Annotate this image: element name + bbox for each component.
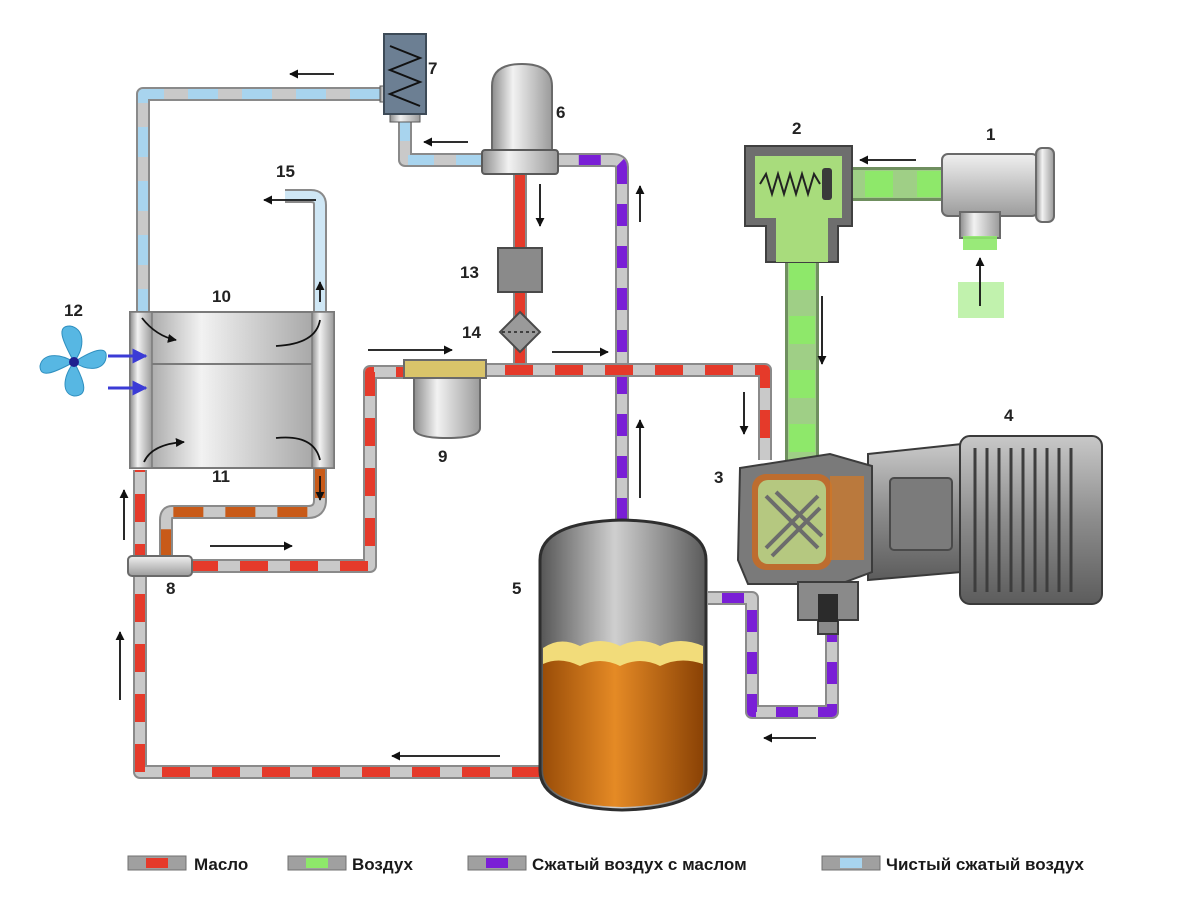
oil-separator-tank-5 bbox=[538, 518, 708, 812]
intake-valve-2 bbox=[744, 145, 853, 263]
label-8: 8 bbox=[166, 579, 175, 598]
pipe-oil-cooler-8 bbox=[159, 468, 327, 560]
screw-compressor-3 bbox=[736, 452, 873, 635]
min-pressure-valve-7 bbox=[379, 33, 427, 123]
spring-icon bbox=[759, 170, 821, 198]
legend: Масло Воздух Сжатый воздух с маслом Чист… bbox=[127, 855, 1085, 874]
label-10: 10 bbox=[212, 287, 231, 306]
legend-item-clean-compressed-air: Чистый сжатый воздух bbox=[821, 855, 1085, 874]
pipe-air-oil-3-5 bbox=[708, 591, 839, 719]
legend-label-clean-compressed-air: Чистый сжатый воздух bbox=[886, 855, 1085, 874]
pipe-oil-8-9 bbox=[190, 365, 405, 573]
pipe-oil-main-to-3 bbox=[405, 363, 772, 460]
label-15: 15 bbox=[276, 162, 295, 181]
separator-filter-6 bbox=[481, 62, 559, 175]
legend-swatch-clean-compressed-air bbox=[821, 855, 881, 871]
label-14: 14 bbox=[462, 323, 481, 342]
legend-swatch-compressed-air-with-oil bbox=[467, 855, 527, 871]
motor-cooling-fins bbox=[973, 448, 1073, 592]
legend-label-oil: Масло bbox=[194, 855, 248, 874]
legend-label-compressed-air-with-oil: Сжатый воздух с маслом bbox=[532, 855, 747, 874]
label-4: 4 bbox=[1004, 406, 1014, 425]
label-6: 6 bbox=[556, 103, 565, 122]
label-7: 7 bbox=[428, 59, 437, 78]
legend-swatch-oil bbox=[127, 855, 187, 871]
oil-return-filter-13 bbox=[497, 247, 543, 293]
legend-swatch-air bbox=[287, 855, 347, 871]
label-13: 13 bbox=[460, 263, 479, 282]
legend-label-air: Воздух bbox=[352, 855, 414, 874]
label-1: 1 bbox=[986, 125, 995, 144]
fan-icon bbox=[39, 325, 107, 397]
pipe-clean-air-6-7 bbox=[398, 112, 482, 167]
label-9: 9 bbox=[438, 447, 447, 466]
label-3: 3 bbox=[714, 468, 723, 487]
screw-rotors-icon bbox=[764, 490, 824, 558]
legend-item-air: Воздух bbox=[287, 855, 414, 874]
label-5: 5 bbox=[512, 579, 521, 598]
oil-foam-layer bbox=[543, 641, 703, 666]
air-filter-1 bbox=[941, 147, 1055, 318]
thermostatic-valve-8 bbox=[127, 555, 193, 577]
check-valve-14 bbox=[498, 310, 542, 354]
legend-item-compressed-air-with-oil: Сжатый воздух с маслом bbox=[467, 855, 747, 874]
cooling-fan-12 bbox=[39, 325, 148, 397]
label-12: 12 bbox=[64, 301, 83, 320]
oil-filter-9 bbox=[403, 359, 487, 440]
label-2: 2 bbox=[792, 119, 801, 138]
pipe-clean-air-out-15 bbox=[285, 189, 327, 312]
spring-icon bbox=[387, 45, 423, 107]
legend-item-oil: Масло bbox=[127, 855, 248, 874]
pipe-clean-air-7-cooler bbox=[136, 87, 380, 312]
pipe-air-oil-5-6 bbox=[556, 153, 629, 520]
label-11: 11 bbox=[212, 467, 230, 486]
air-oil-cooler bbox=[129, 311, 335, 469]
component-number-labels: 1 2 3 4 5 6 7 8 9 10 11 12 13 14 15 bbox=[64, 59, 1014, 598]
electric-motor-4 bbox=[867, 435, 1103, 605]
flow-arrows bbox=[115, 69, 985, 761]
